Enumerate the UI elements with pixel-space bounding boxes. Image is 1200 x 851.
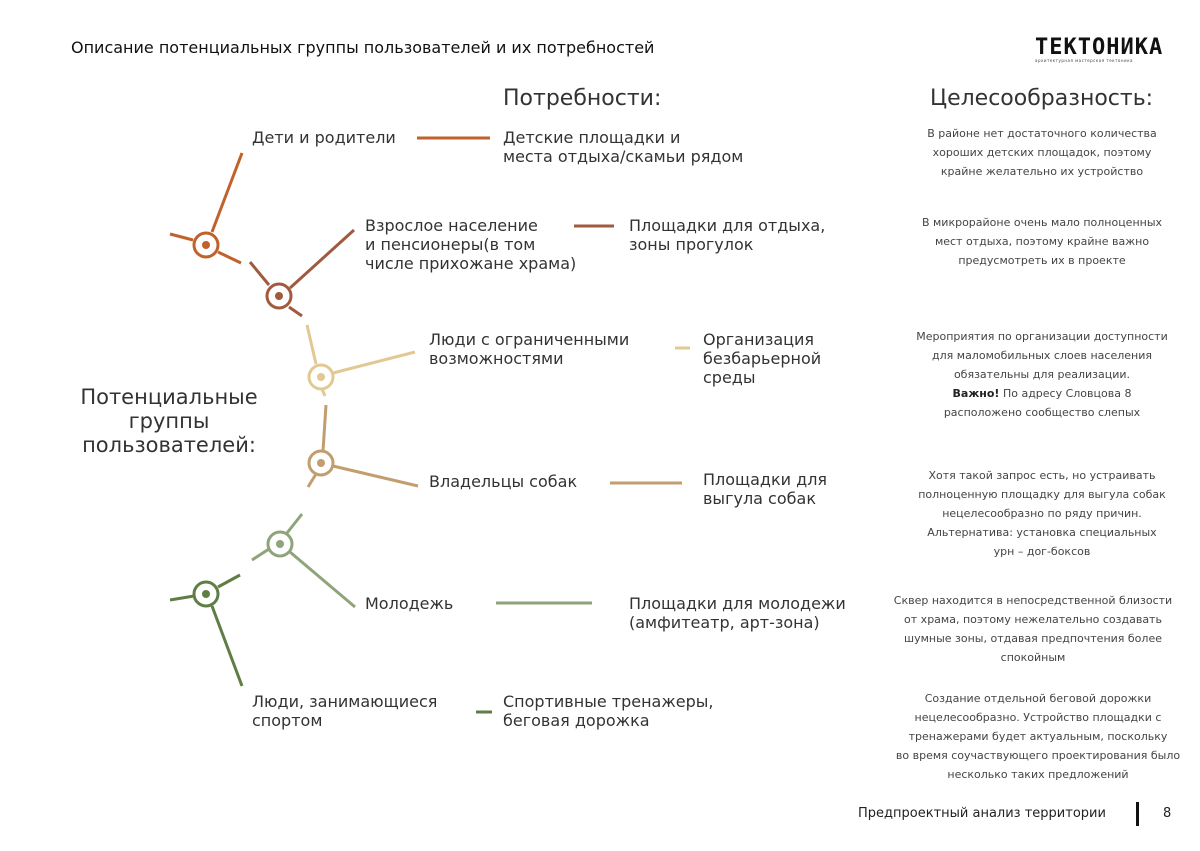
logo: ТЕКТОНИКА архитектурная мастерская текто… — [1035, 35, 1175, 64]
group-label-children: Дети и родители — [252, 128, 396, 147]
need-label-children: Детские площадки и места отдыха/скамьи р… — [503, 128, 744, 166]
footer-text: Предпроектный анализ территории — [858, 806, 1106, 821]
note-children: В районе нет достаточного количества хор… — [927, 127, 1157, 178]
needs-heading: Потребности: — [503, 86, 662, 111]
group-label-disabled: Люди с ограниченными возможностями — [429, 330, 630, 368]
fit-heading: Целесообразность: — [930, 86, 1154, 111]
node-children — [169, 136, 490, 265]
groups-heading: Потенциальные группы пользователей: — [80, 385, 258, 457]
note-adults: В микрорайоне очень мало полноценных мес… — [921, 216, 1163, 267]
group-label-youth: Молодежь — [365, 594, 454, 613]
node-disabled — [305, 324, 690, 397]
note-dog-owners: Хотя такой запрос есть, но устраивать по… — [918, 469, 1166, 558]
node-adults — [248, 224, 614, 318]
group-label-sport: Люди, занимающиеся спортом — [252, 692, 438, 730]
note-sport: Создание отдельной беговой дорожки нецел… — [895, 692, 1181, 781]
need-label-adults: Площадки для отдыха, зоны прогулок — [629, 216, 826, 254]
need-label-youth: Площадки для молодежи (амфитеатр, арт-зо… — [629, 594, 846, 632]
node-dog-owners — [306, 404, 682, 488]
node-youth — [251, 513, 592, 609]
logo-subtitle: архитектурная мастерская тектоника — [1035, 58, 1133, 63]
note-disabled: Мероприятия по организации доступности д… — [897, 327, 1187, 422]
need-label-disabled: Организация безбарьерной среды — [703, 330, 822, 387]
need-label-sport: Спортивные тренажеры, беговая дорожка — [503, 692, 714, 730]
note-disabled-extra: По адресу Словцова 8 расположено сообщес… — [943, 387, 1141, 419]
note-disabled-text: Мероприятия по организации доступности д… — [916, 330, 1168, 381]
note-disabled-important: Важно! — [952, 387, 1000, 400]
need-label-dog-owners: Площадки для выгула собак — [703, 470, 828, 508]
note-youth: Сквер находится в непосредственной близо… — [893, 594, 1173, 664]
logo-wordmark: ТЕКТОНИКА — [1035, 35, 1164, 60]
node-sport — [169, 573, 492, 714]
group-label-dog-owners: Владельцы собак — [429, 472, 578, 491]
footer-divider — [1136, 802, 1139, 826]
page-number: 8 — [1163, 806, 1172, 821]
page-title: Описание потенциальных группы пользовате… — [71, 38, 655, 57]
group-label-adults: Взрослое население и пенсионеры(в том чи… — [365, 216, 577, 273]
